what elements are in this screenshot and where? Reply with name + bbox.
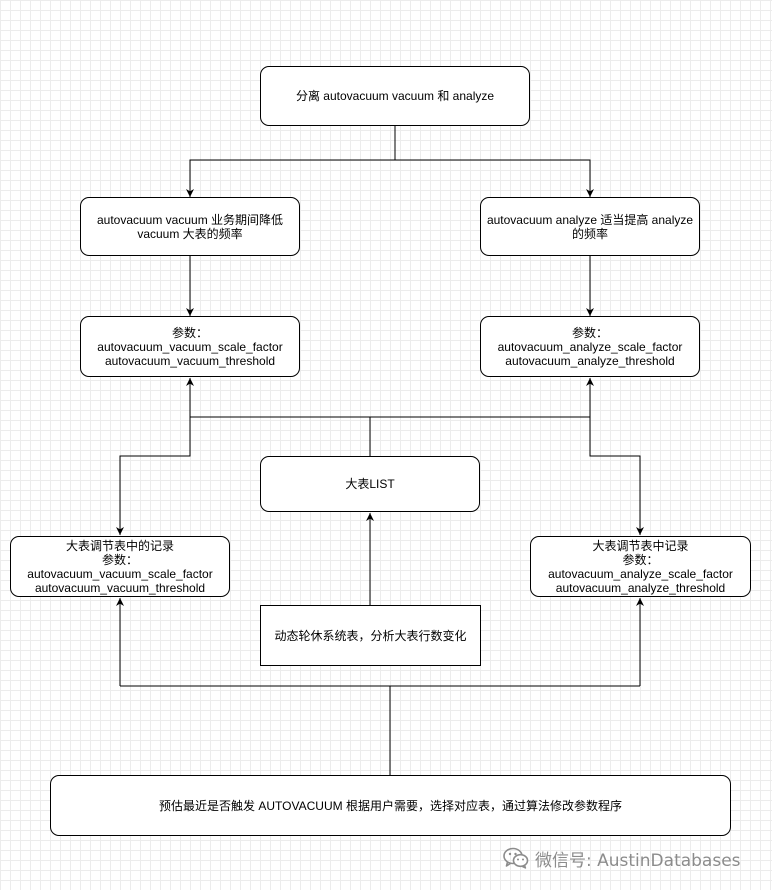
node-estimate-trigger-line-1: 预估最近是否触发 AUTOVACUUM 根据用户需要，选择对应表，通过算法修改参…: [159, 798, 622, 813]
node-analyze-records-line-2: 参数：: [622, 552, 659, 567]
edge-bus-to-analyze-records: [589, 417, 644, 535]
node-vacuum-records: 大表调节表中的记录 参数： autovacuum_vacuum_scale_fa…: [10, 536, 230, 597]
node-vacuum-params-line-3: autovacuum_vacuum_threshold: [104, 353, 276, 368]
watermark-text: 微信号: AustinDatabases: [535, 850, 741, 871]
node-analyze-branch-line-2: 的频率: [571, 226, 608, 241]
node-vacuum-records-line-2: 参数：: [101, 552, 138, 567]
node-analyze-branch: autovacuum analyze 适当提高 analyze 的频率: [480, 197, 700, 256]
node-analyze-records-line-4: autovacuum_analyze_threshold: [555, 580, 726, 595]
edge-root-to-vacuum-branch: [186, 126, 396, 197]
node-vacuum-branch: autovacuum vacuum 业务期间降低 vacuum 大表的频率: [80, 197, 300, 256]
node-analyze-params-line-3: autovacuum_analyze_threshold: [505, 353, 675, 368]
node-vacuum-params-line-2: autovacuum_vacuum_scale_factor: [97, 339, 283, 354]
node-analyze-records-line-1: 大表调节表中记录: [592, 538, 689, 553]
node-dynamic-polling-line-1: 动态轮休系统表，分析大表行数变化: [274, 628, 467, 643]
node-analyze-params-line-1: 参数：: [571, 325, 608, 340]
node-root-line-1: 分离 autovacuum vacuum 和 analyze: [295, 89, 495, 103]
node-big-table-list: 大表LIST: [260, 456, 480, 512]
edge-bus-to-vacuum-records: [116, 417, 191, 535]
node-vacuum-branch-line-1: autovacuum vacuum 业务期间降低: [96, 212, 284, 227]
node-vacuum-records-line-3: autovacuum_vacuum_scale_factor: [27, 566, 213, 581]
node-vacuum-branch-line-2: vacuum 大表的频率: [137, 226, 243, 241]
edge-estimate-to-records-bus: [120, 685, 640, 775]
node-big-table-list-line-1: 大表LIST: [345, 477, 395, 491]
node-analyze-params-line-2: autovacuum_analyze_scale_factor: [497, 339, 683, 354]
node-root: 分离 autovacuum vacuum 和 analyze: [260, 66, 530, 126]
node-vacuum-records-line-4: autovacuum_vacuum_threshold: [34, 580, 206, 595]
node-analyze-records: 大表调节表中记录 参数： autovacuum_analyze_scale_fa…: [530, 536, 751, 597]
node-analyze-records-line-3: autovacuum_analyze_scale_factor: [548, 566, 733, 581]
node-analyze-params: 参数： autovacuum_analyze_scale_factor auto…: [480, 316, 700, 377]
edge-list-to-bus: [190, 416, 590, 456]
node-estimate-trigger: 预估最近是否触发 AUTOVACUUM 根据用户需要，选择对应表，通过算法修改参…: [50, 775, 731, 836]
node-dynamic-polling: 动态轮休系统表，分析大表行数变化: [260, 605, 481, 666]
node-vacuum-records-line-1: 大表调节表中的记录: [65, 538, 174, 553]
wechat-icon: [503, 847, 529, 869]
node-analyze-branch-line-1: autovacuum analyze 适当提高 analyze: [486, 212, 694, 227]
node-vacuum-params-line-1: 参数：: [171, 325, 208, 340]
edge-root-to-analyze-branch: [395, 159, 594, 197]
node-vacuum-params: 参数： autovacuum_vacuum_scale_factor autov…: [80, 316, 300, 377]
watermark: 微信号: AustinDatabases: [503, 845, 741, 871]
